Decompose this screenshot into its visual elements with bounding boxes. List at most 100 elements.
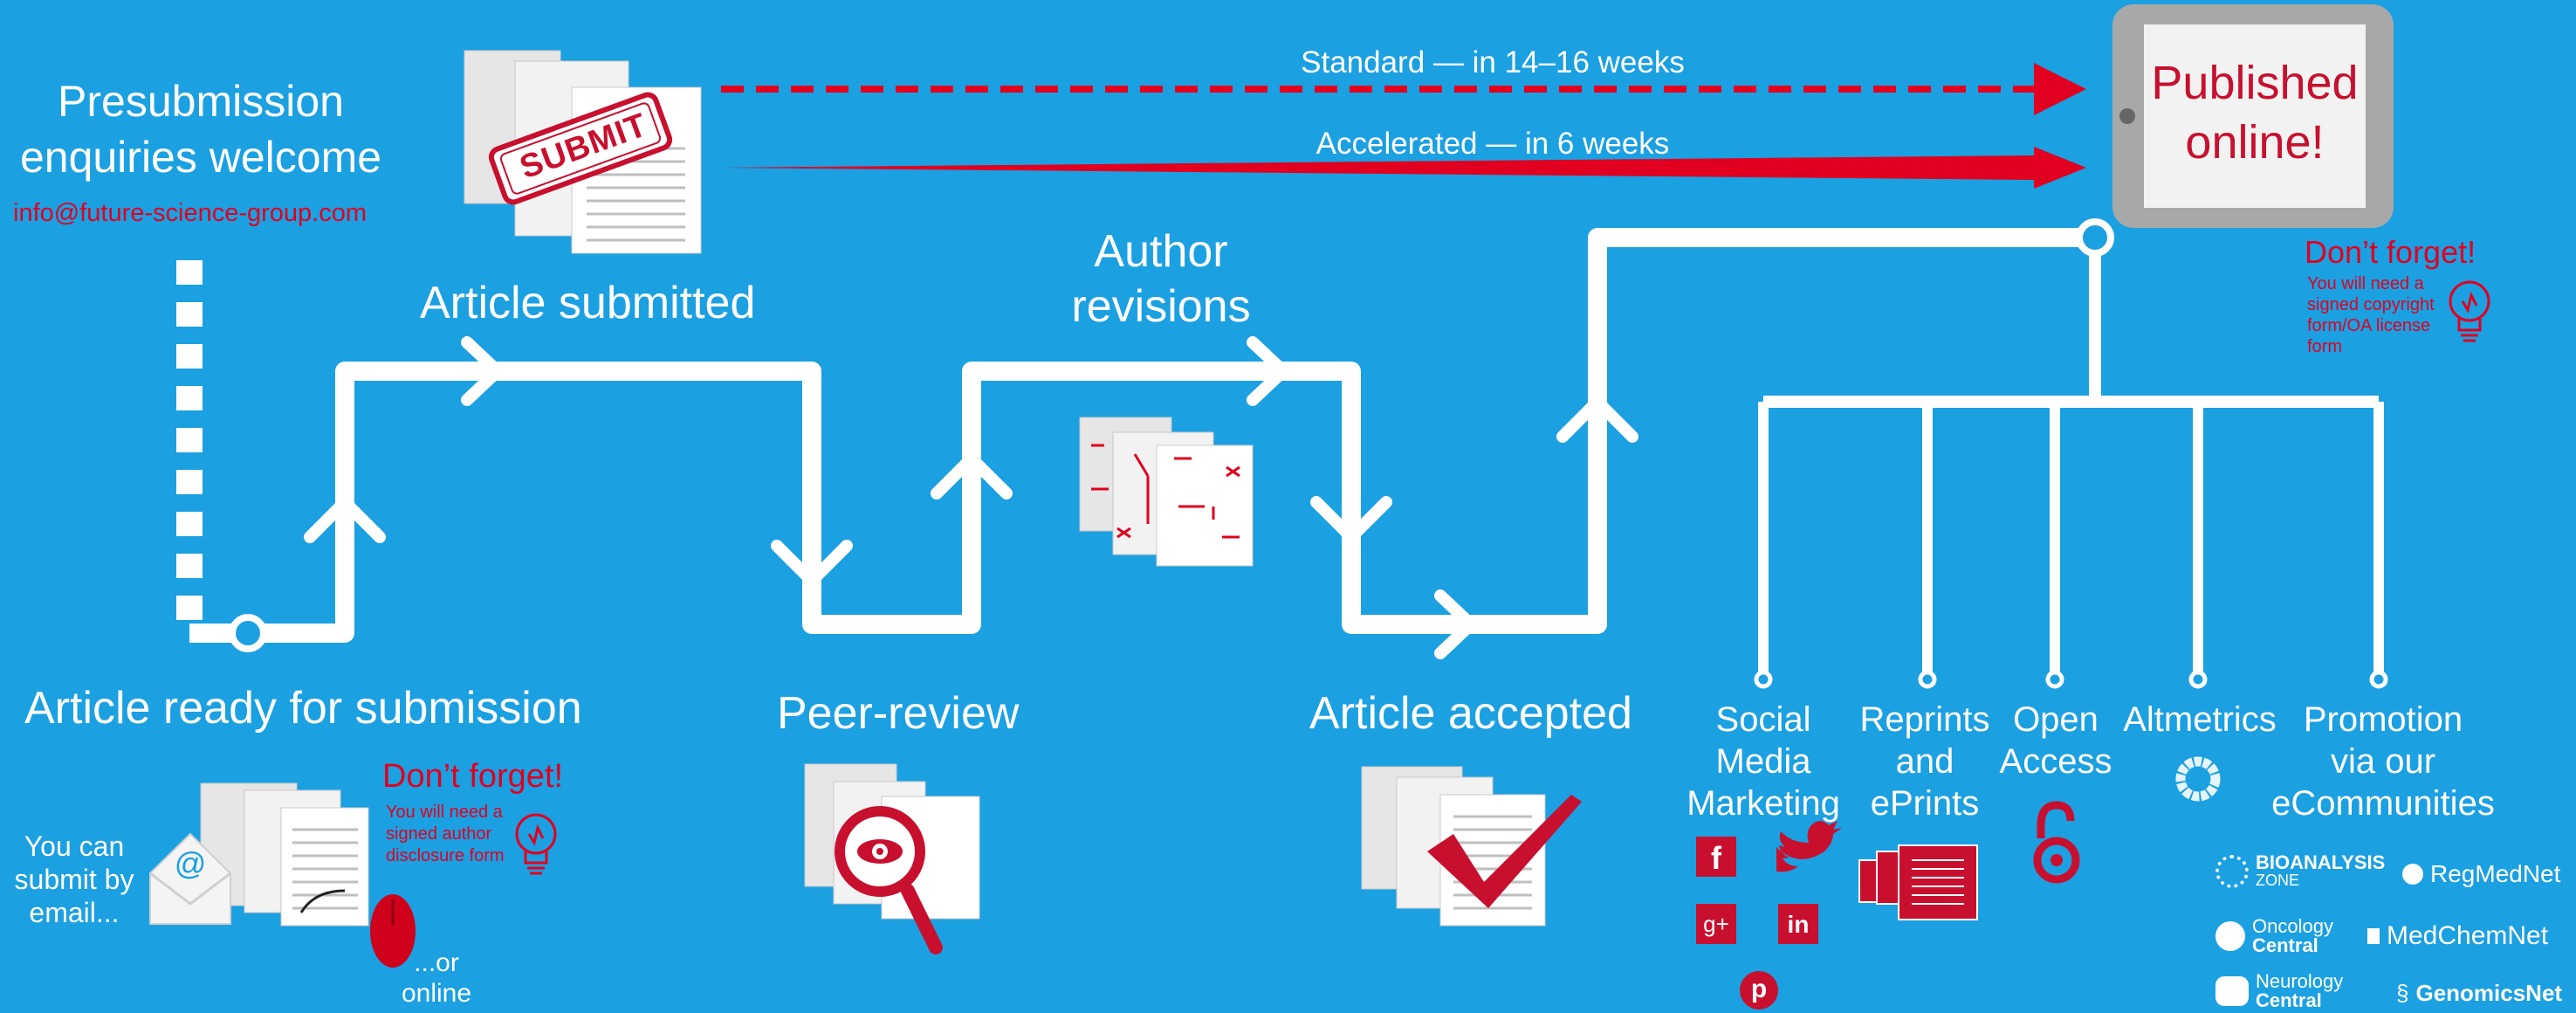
genomicsnet-logo[interactable]: § GenomicsNet: [2396, 980, 2562, 1007]
reminder-author-line3: disclosure form: [386, 846, 505, 865]
accelerated-route-label: Accelerated — in 6 weeks: [1315, 127, 1670, 161]
reminder-author-title: Don’t forget!: [382, 758, 563, 795]
submit-online-line1: ...or: [414, 948, 459, 977]
reminder-author-line2: signed author: [386, 824, 492, 844]
oncology-logo-icon: [2215, 921, 2245, 951]
reminder-author-line1: You will need a: [386, 803, 503, 822]
neurology-central-logo[interactable]: Neurology Central: [2215, 972, 2343, 1010]
submit-email-line2: submit by: [14, 864, 134, 895]
channel-social-line1: Social: [1715, 700, 1811, 739]
linkedin-icon[interactable]: in: [1787, 911, 1810, 938]
regmednet-name: RegMedNet: [2430, 860, 2561, 887]
reminder-copyright-line3: form/OA license: [2307, 316, 2431, 335]
chevron-down-1: [771, 540, 853, 587]
oncology-line2: Central: [2252, 934, 2318, 956]
lightbulb-icon-author: [515, 813, 557, 875]
standard-route-label: Standard — in 14–16 weeks: [1301, 45, 1685, 79]
lightbulb-icon-copyright: [2449, 280, 2490, 342]
chevron-down-2: [1310, 496, 1392, 543]
oncology-central-logo[interactable]: Oncology Central: [2215, 917, 2333, 955]
presubmission-email-link[interactable]: info@future-science-group.com: [13, 199, 368, 227]
magnifier-eye-icon: [835, 806, 943, 954]
envelope-at-symbol: @: [174, 845, 207, 881]
presubmission-heading-line1: Presubmission: [58, 77, 344, 126]
chevron-up-2: [931, 452, 1013, 500]
medchemnet-logo-icon: [2367, 928, 2380, 944]
published-line1: Published: [2151, 57, 2359, 109]
tablet-icon: [2112, 4, 2394, 228]
medchemnet-name: MedChemNet: [2387, 921, 2549, 950]
facebook-icon-bg: [1696, 837, 1736, 877]
reminder-copyright-line4: form: [2307, 337, 2342, 356]
published-node: [2076, 218, 2114, 257]
neurology-line1: Neurology: [2256, 970, 2344, 992]
pinterest-icon-letter[interactable]: p: [1750, 975, 1768, 1003]
envelope-icon: [149, 832, 231, 925]
start-node: [229, 614, 267, 652]
mouse-icon: [299, 889, 416, 968]
channel-promotion-line2: via our: [2330, 742, 2436, 781]
chevron-right-1: [461, 336, 504, 406]
node-social: [1754, 670, 1773, 689]
channel-reprints-line3: ePrints: [1870, 784, 1980, 823]
revision-documents-icon: [1079, 417, 1254, 567]
linkedin-icon-bg: [1778, 904, 1818, 944]
open-access-lock-center: [2050, 854, 2063, 866]
accelerated-route-arrow: [723, 147, 2086, 189]
genomicsnet-logo-icon: §: [2396, 980, 2409, 1006]
chevron-up-1: [304, 496, 386, 543]
step-author-revisions-line2: revisions: [1071, 281, 1251, 332]
reminder-copyright-title: Don’t forget!: [2305, 234, 2476, 270]
channel-open-access-line2: Access: [1999, 742, 2112, 781]
pinterest-icon: [1740, 971, 1778, 1010]
channel-reprints-line1: Reprints: [1859, 700, 1990, 739]
reprints-icon: [1858, 844, 1978, 920]
bioanalysis-name: BIOANALYSIS: [2256, 851, 2386, 873]
altmetric-donut-icon: [2175, 756, 2221, 802]
presubmission-heading-line2: enquiries welcome: [19, 133, 382, 182]
channel-reprints-line2: and: [1895, 742, 1954, 781]
oncology-line1: Oncology: [2252, 915, 2333, 937]
submit-email-line1: You can: [24, 830, 125, 862]
submit-email-line3: email...: [29, 897, 120, 928]
step-article-accepted: Article accepted: [1309, 688, 1632, 739]
reminder-copyright-line2: signed copyright: [2307, 295, 2435, 314]
twitter-icon: [1776, 821, 1842, 872]
bioanalysis-logo-icon: [2215, 855, 2249, 888]
chevron-right-2: [1247, 336, 1289, 406]
channel-altmetrics-label: Altmetrics: [2123, 700, 2277, 739]
submit-documents-icon: [464, 50, 702, 254]
regmednet-logo[interactable]: RegMedNet: [2402, 860, 2560, 888]
neurology-logo-icon: [2215, 976, 2249, 1006]
regmednet-logo-icon: [2402, 864, 2423, 885]
channel-social-line2: Media: [1715, 742, 1811, 781]
node-promotion: [2369, 670, 2388, 689]
neurology-line2: Central: [2256, 989, 2322, 1011]
step-article-submitted: Article submitted: [420, 278, 756, 328]
channel-promotion-line3: eCommunities: [2271, 784, 2495, 823]
channel-open-access-line1: Open: [2013, 700, 2099, 739]
email-documents-icon: [200, 782, 369, 927]
main-process-path: [189, 228, 2095, 643]
channel-social-line3: Marketing: [1686, 784, 1840, 823]
genomicsnet-name: GenomicsNet: [2415, 980, 2563, 1006]
published-line2: online!: [2185, 116, 2325, 169]
step-article-ready: Article ready for submission: [24, 683, 582, 734]
bioanalysis-zone-logo[interactable]: BIOANALYSIS ZONE: [2215, 851, 2386, 889]
step-author-revisions-line1: Author: [1094, 226, 1228, 277]
channel-promotion-line1: Promotion: [2303, 700, 2463, 739]
node-reprints: [1918, 670, 1937, 689]
node-open-access: [2045, 670, 2064, 689]
chevron-right-3: [1434, 589, 1477, 659]
googleplus-icon[interactable]: g+: [1703, 911, 1729, 937]
googleplus-icon-bg: [1696, 904, 1736, 944]
submit-online-line2: online: [401, 979, 472, 1008]
bioanalysis-sub: ZONE: [2256, 872, 2300, 889]
facebook-icon[interactable]: f: [1711, 840, 1721, 876]
medchemnet-logo[interactable]: MedChemNet: [2367, 921, 2548, 951]
chevron-up-3: [1556, 396, 1638, 443]
checkmark-icon: [1427, 795, 1582, 908]
reminder-copyright-line1: You will need a: [2307, 274, 2424, 293]
open-access-lock-icon: [2033, 801, 2080, 884]
